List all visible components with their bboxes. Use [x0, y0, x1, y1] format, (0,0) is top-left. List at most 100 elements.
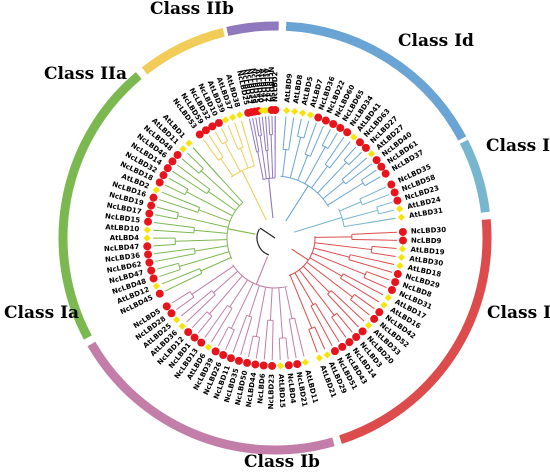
leaf-branch	[310, 305, 333, 347]
yellow-diamond-marker	[185, 139, 193, 147]
leaf-label: AtLBD19	[410, 246, 445, 257]
leaf-branch	[221, 128, 229, 142]
branch	[208, 191, 236, 211]
leaf-branch	[349, 254, 395, 265]
leaf-branch	[350, 299, 370, 316]
branch	[304, 146, 326, 184]
branch	[282, 149, 287, 177]
leaf-branch	[376, 201, 392, 208]
leaf-branch	[172, 171, 208, 195]
leaf-branch	[176, 164, 211, 190]
leaf-branch	[153, 243, 176, 247]
leaf-branch	[271, 320, 274, 360]
red-circle-marker	[168, 157, 177, 166]
class-arc-iib	[226, 21, 279, 36]
branch	[200, 257, 232, 272]
class-label-id: Class Id	[398, 31, 474, 51]
branch	[302, 265, 330, 293]
leaf-branch	[303, 120, 310, 139]
leaf-branch	[187, 152, 204, 169]
root-stem	[259, 227, 276, 239]
leaf-branch	[327, 293, 359, 328]
leaf-branch	[186, 294, 216, 323]
branch	[266, 150, 271, 179]
branch	[289, 274, 313, 329]
yellow-diamond-marker	[396, 205, 404, 213]
branch	[194, 245, 228, 252]
red-circle-marker	[143, 242, 152, 251]
red-circle-marker	[375, 308, 384, 317]
branch	[309, 257, 343, 277]
leaf-branch	[304, 123, 317, 155]
class-label-iia: Class IIa	[44, 64, 127, 84]
yellow-diamond-marker	[282, 106, 291, 115]
branch-arc	[228, 326, 235, 331]
red-circle-marker	[377, 162, 386, 171]
leaf-branch	[288, 117, 295, 151]
leaf-label: AtLBD42	[262, 68, 272, 103]
leaf-branch	[321, 129, 331, 146]
leaf-label: NcLBD54	[267, 67, 276, 103]
leaf-label: NcLBD2	[271, 71, 279, 102]
leaf-branch	[354, 294, 375, 310]
class-arc-id	[285, 21, 467, 141]
leaf-branch	[155, 214, 178, 220]
leaf-branch	[247, 335, 254, 358]
red-circle-marker	[271, 106, 280, 115]
yellow-diamond-marker	[323, 351, 331, 359]
yellow-diamond-marker	[364, 321, 373, 329]
branch	[269, 287, 273, 321]
branch	[343, 222, 368, 228]
red-circle-marker	[145, 209, 154, 218]
leaf-label: NcLBD47	[104, 243, 140, 253]
red-circle-marker	[398, 236, 407, 245]
yellow-diamond-marker	[398, 245, 407, 253]
leaf-branch	[225, 329, 235, 350]
branch	[313, 247, 350, 258]
red-circle-marker	[208, 122, 217, 131]
yellow-diamond-marker	[306, 111, 315, 119]
red-circle-marker	[147, 266, 156, 275]
clade-stem	[255, 256, 269, 285]
red-circle-marker	[159, 171, 168, 180]
branch	[284, 286, 293, 319]
leaf-branch	[164, 184, 186, 196]
branch-arc	[279, 337, 286, 339]
leaf-branch	[252, 117, 260, 152]
branch-arc	[322, 144, 329, 149]
class-arc-ic	[339, 219, 492, 444]
branch	[177, 215, 229, 228]
red-circle-marker	[149, 274, 158, 283]
leaf-branch	[296, 118, 302, 137]
leaf-branch	[351, 231, 397, 235]
red-circle-marker	[162, 302, 171, 311]
clade-arc	[232, 264, 287, 289]
red-circle-marker	[372, 156, 381, 165]
leaf-branch	[282, 116, 287, 150]
leaf-branch	[367, 217, 396, 224]
yellow-diamond-marker	[299, 109, 307, 117]
branch-arc	[360, 179, 366, 186]
leaf-branch	[263, 320, 269, 360]
clade-arc	[230, 165, 255, 178]
branch-arc	[198, 168, 204, 174]
red-circle-marker	[147, 201, 156, 210]
red-circle-marker	[361, 143, 370, 152]
leaf-label: NcLBD6	[256, 373, 267, 404]
leaf-branch	[348, 259, 393, 273]
leaf-branch	[345, 163, 373, 185]
red-circle-marker	[321, 116, 330, 125]
branch	[244, 134, 255, 167]
red-circle-marker	[201, 126, 210, 135]
leaf-branch	[191, 311, 208, 329]
yellow-diamond-marker	[261, 106, 269, 114]
leaf-branch	[336, 313, 353, 333]
clade-arc	[280, 175, 330, 208]
leaf-label: AtLBD10	[105, 223, 140, 233]
red-circle-marker	[243, 358, 252, 367]
class-arcs	[58, 21, 492, 455]
leaf-branch	[156, 206, 179, 214]
leaf-branch	[161, 268, 200, 285]
yellow-diamond-marker	[229, 113, 237, 121]
clade-arc	[226, 202, 244, 260]
